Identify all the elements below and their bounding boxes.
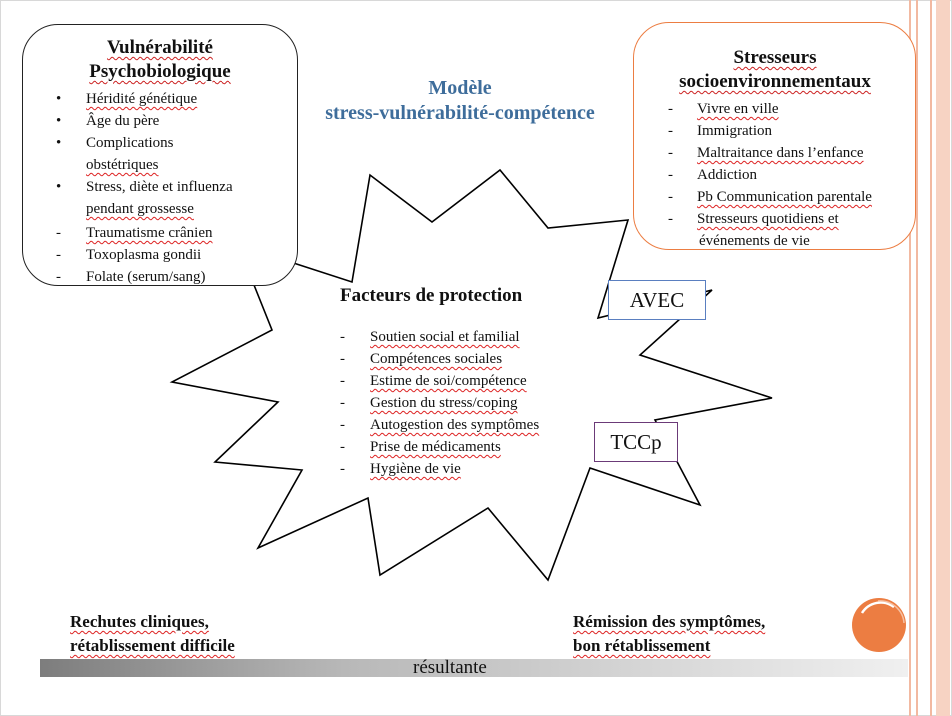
- vulnerability-box: [22, 24, 298, 286]
- outcome-positive-line2: bon rétablissement: [573, 636, 711, 655]
- vulnerability-item: Stress, diète et influenza: [86, 179, 233, 195]
- vulnerability-item: Héridité génétique: [86, 91, 198, 107]
- vulnerability-title-line1: Vulnérabilité: [107, 37, 213, 58]
- orange-circle-icon: [852, 598, 906, 652]
- outcome-gradient-bar: [40, 659, 908, 677]
- bullet-icon: •: [56, 113, 62, 129]
- stressor-item: Addiction: [697, 167, 757, 183]
- dash-icon: -: [56, 225, 61, 241]
- dash-icon: -: [668, 101, 673, 117]
- stressors-title: Stresseurs socioenvironnementaux: [640, 46, 910, 94]
- vulnerability-title-line2: Psychobiologique: [89, 61, 231, 82]
- outcome-positive: Rémission des symptômes, bon rétablissem…: [573, 610, 765, 658]
- tccp-tag: TCCp: [594, 422, 678, 462]
- stressor-item: Vivre en ville: [697, 101, 779, 117]
- vulnerability-item: Âge du père: [86, 113, 160, 129]
- dash-icon: -: [340, 461, 345, 477]
- dash-icon: -: [340, 439, 345, 455]
- protection-item: Autogestion des symptômes: [370, 417, 540, 433]
- bullet-icon: •: [56, 91, 62, 107]
- dash-icon: -: [340, 351, 345, 367]
- outcome-positive-line1: Rémission des symptômes,: [573, 612, 766, 631]
- outcome-negative: Rechutes cliniques, rétablissement diffi…: [70, 610, 235, 658]
- stressor-item: Stresseurs quotidiens et: [697, 211, 839, 227]
- outcome-negative-line1: Rechutes cliniques,: [70, 612, 209, 631]
- protection-item: Gestion du stress/coping: [370, 395, 518, 411]
- vulnerability-item: Folate (serum/sang): [86, 269, 206, 285]
- dash-icon: -: [340, 395, 345, 411]
- dash-icon: -: [56, 269, 61, 285]
- dash-icon: -: [340, 417, 345, 433]
- dash-icon: -: [340, 373, 345, 389]
- stressors-title-line2: socioenvironnementaux: [679, 71, 871, 92]
- dash-icon: -: [668, 189, 673, 205]
- vulnerability-item-continued: obstétriques: [86, 157, 159, 173]
- model-title-line1: Modèle: [428, 77, 492, 99]
- vulnerability-item: Complications: [86, 135, 174, 151]
- vulnerability-item-continued: pendant grossesse: [86, 201, 194, 217]
- protection-item: Compétences sociales: [370, 351, 503, 367]
- protection-item: Prise de médicaments: [370, 439, 501, 455]
- model-title-line2: stress-vulnérabilité-compétence: [325, 102, 595, 124]
- vulnerability-item: Toxoplasma gondii: [86, 247, 202, 263]
- outcome-negative-line2: rétablissement difficile: [70, 636, 235, 655]
- dash-icon: -: [668, 167, 673, 183]
- decorative-stripe: [930, 0, 932, 716]
- protection-title: Facteurs de protection: [340, 285, 523, 306]
- stressor-item: Maltraitance dans l’enfance: [697, 145, 864, 161]
- starburst-outline: [169, 168, 773, 582]
- vulnerability-title: Vulnérabilité Psychobiologique: [40, 36, 280, 84]
- stressors-box: [633, 22, 916, 250]
- dash-icon: -: [668, 145, 673, 161]
- decorative-stripe: [916, 0, 918, 716]
- bullet-icon: •: [56, 179, 62, 195]
- protection-item: Soutien social et familial: [370, 329, 520, 345]
- decorative-stripe: [936, 0, 950, 716]
- outcome-axis-label: résultante: [413, 657, 487, 678]
- avec-tag: AVEC: [608, 280, 706, 320]
- bullet-icon: •: [56, 135, 62, 151]
- dash-icon: -: [668, 211, 673, 227]
- protection-item: Hygiène de vie: [370, 461, 461, 477]
- stressor-item: Pb Communication parentale: [697, 189, 872, 205]
- decorative-stripe: [909, 0, 911, 716]
- stressor-item-continued: événements de vie: [699, 233, 810, 249]
- protection-item: Estime de soi/compétence: [370, 373, 527, 389]
- vulnerability-item: Traumatisme crânien: [86, 225, 213, 241]
- stressors-title-line1: Stresseurs: [733, 47, 817, 68]
- dash-icon: -: [668, 123, 673, 139]
- model-title: Modèle stress-vulnérabilité-compétence: [240, 76, 680, 126]
- dash-icon: -: [340, 329, 345, 345]
- stressor-item: Immigration: [697, 123, 772, 139]
- dash-icon: -: [56, 247, 61, 263]
